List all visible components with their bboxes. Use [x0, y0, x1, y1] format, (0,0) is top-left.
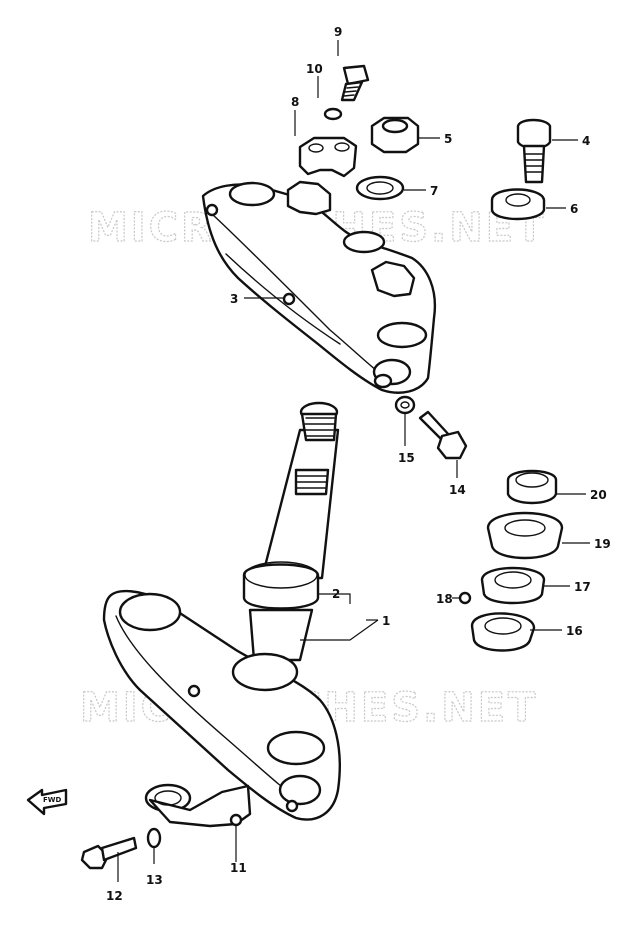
leader-lines [117, 40, 590, 882]
label-11: 11 [230, 861, 247, 875]
handlebar-holder-drawing [298, 136, 358, 178]
label-12: 12 [106, 889, 123, 903]
label-13: 13 [146, 873, 163, 887]
label-8: 8 [291, 95, 299, 109]
label-17: 17 [574, 580, 591, 594]
front-direction-arrow [26, 788, 68, 816]
steel-ball-drawing [458, 591, 472, 605]
label-18: 18 [436, 592, 453, 606]
dust-seal-drawing [470, 612, 536, 652]
bearing-race-drawing [480, 566, 546, 605]
label-16: 16 [566, 624, 583, 638]
holder-washer-drawing [323, 107, 343, 121]
conical-washer-drawing [490, 188, 546, 221]
label-19: 19 [594, 537, 611, 551]
lower-bracket-stem-drawing [102, 401, 341, 821]
label-15: 15 [398, 451, 415, 465]
lock-nut-drawing [506, 469, 558, 505]
label-4: 4 [582, 134, 590, 148]
lower-clamp-bolt-drawing [80, 836, 138, 870]
label-20: 20 [590, 488, 607, 502]
label-1: 1 [382, 614, 390, 628]
stem-head-bolt-drawing [516, 118, 552, 184]
stem-nut-drawing [370, 116, 420, 154]
washer-drawing [355, 175, 405, 201]
label-6: 6 [570, 202, 578, 216]
dust-cover-drawing [486, 511, 564, 560]
lower-clamp-washer-drawing [146, 827, 162, 849]
upper-bracket-drawing [201, 180, 437, 394]
label-2: 2 [332, 587, 340, 601]
label-5: 5 [444, 132, 452, 146]
label-10: 10 [306, 62, 323, 76]
front-mark-text: FWD [43, 796, 62, 804]
upper-clamp-bolt-drawing [418, 410, 468, 460]
label-3: 3 [230, 292, 238, 306]
label-14: 14 [449, 483, 466, 497]
label-7: 7 [430, 184, 438, 198]
hose-clamp-bracket-drawing [144, 783, 252, 828]
holder-bolt-drawing [340, 64, 370, 102]
upper-clamp-washer-drawing [394, 395, 416, 415]
label-9: 9 [334, 25, 342, 39]
